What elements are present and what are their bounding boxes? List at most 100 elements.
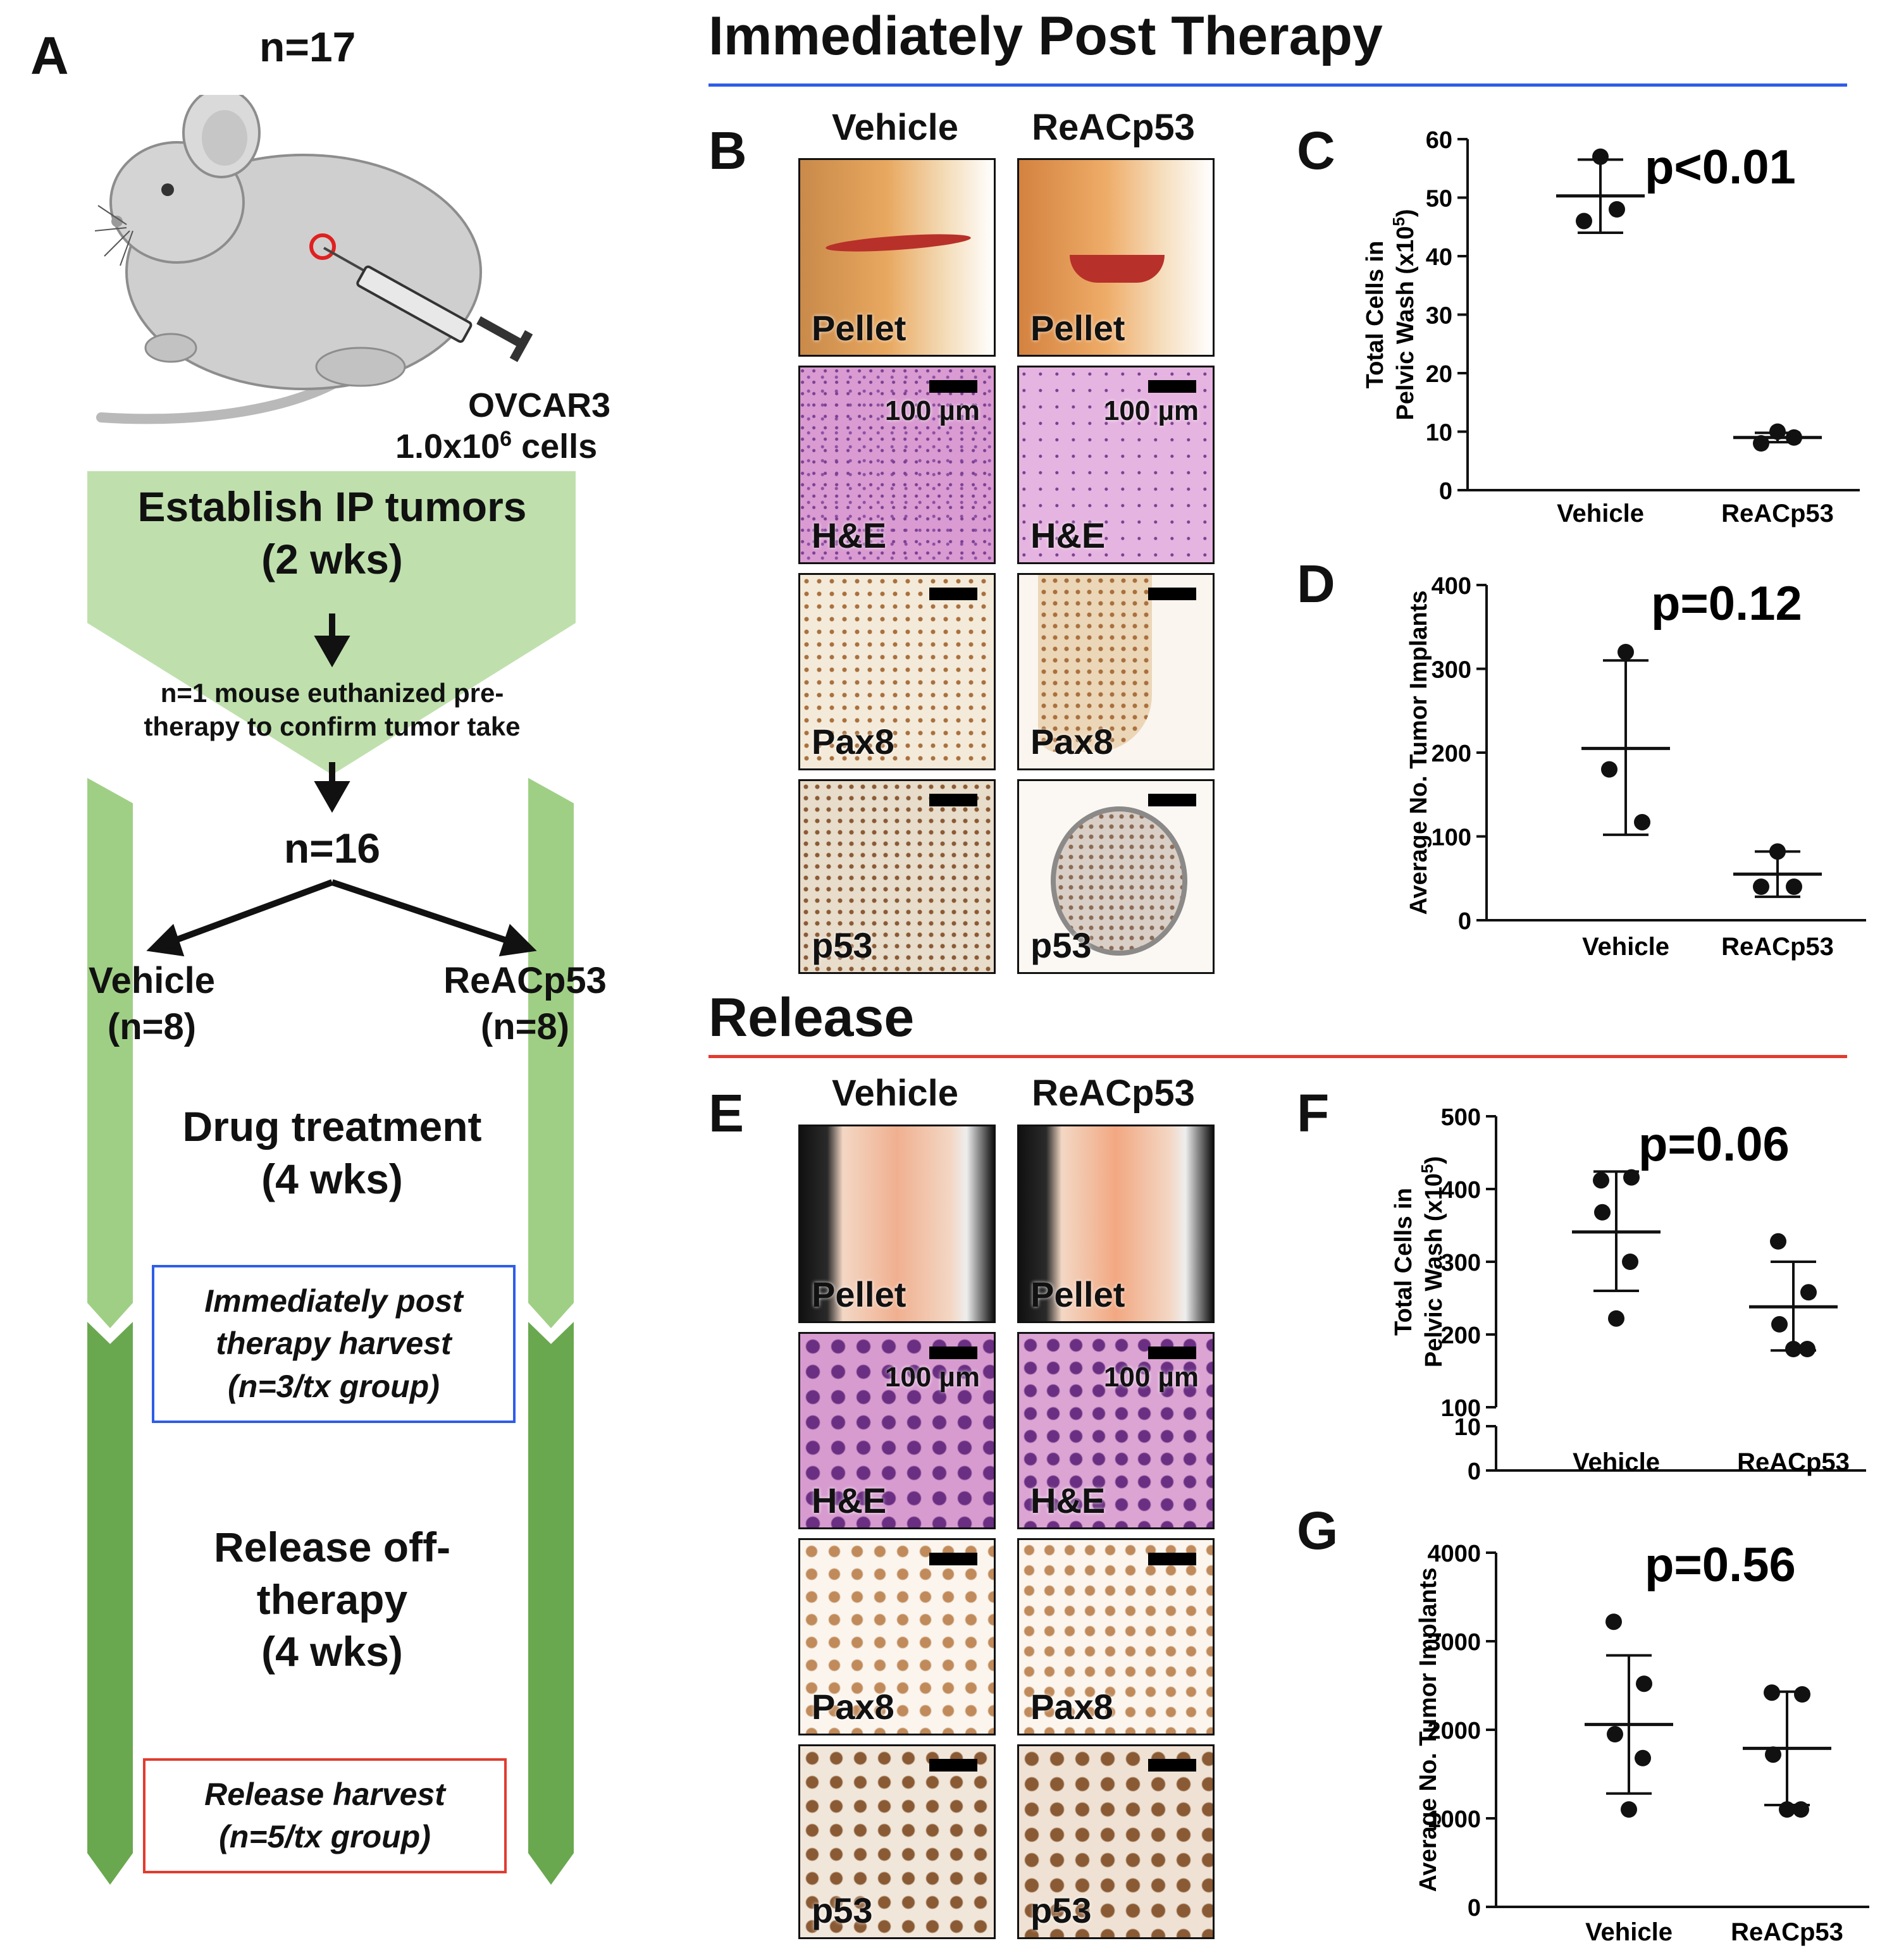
cell-count-tail: cells <box>512 428 598 465</box>
y-tick-label: 1000 <box>1427 1806 1481 1833</box>
data-point <box>1794 1686 1810 1703</box>
scale-bar <box>1148 380 1196 393</box>
right-drug-arrow <box>528 778 574 1328</box>
scale-bar <box>1148 794 1196 806</box>
flow-arrows <box>146 613 537 957</box>
scale-bar <box>1148 1759 1196 1772</box>
mouse-whiskers <box>95 205 133 266</box>
y-axis-label-line1: Total Cells in <box>1390 1188 1417 1336</box>
tile-label: p53 <box>812 925 873 965</box>
data-point <box>1753 878 1769 895</box>
e-reacp53-p53-image: p53 <box>1017 1744 1215 1939</box>
data-point <box>1771 1316 1788 1333</box>
y-tick-label: 200 <box>1432 741 1471 767</box>
y-axis-label: Average No. Tumor Implants <box>1406 590 1432 915</box>
x-tick-label: ReACp53 <box>1737 1448 1850 1476</box>
e-vehicle-p53-image: p53 <box>798 1744 996 1939</box>
y-axis-label-line2: Pelvic Wash (x10 <box>1421 1173 1447 1367</box>
panel-f-letter: F <box>1297 1083 1330 1143</box>
tile-label: H&E <box>1030 515 1106 555</box>
tile-label: Pellet <box>1030 308 1125 348</box>
data-point <box>1636 1675 1652 1692</box>
establish-label: Establish IP tumors (2 wks) <box>95 481 569 585</box>
y-tick-label: 60 <box>1426 127 1452 154</box>
x-tick-label: ReACp53 <box>1721 933 1834 961</box>
p-value-label: p<0.01 <box>1645 140 1796 194</box>
release-rule <box>708 1055 1847 1058</box>
panel-e-reacp53-header: ReACp53 <box>1032 1073 1195 1114</box>
section-title-post-therapy: Immediately Post Therapy <box>708 6 1383 66</box>
mouse-nose <box>111 216 123 227</box>
tile-label: Pellet <box>812 308 906 348</box>
post-therapy-rule <box>708 83 1847 87</box>
mouse-illustration <box>95 95 533 424</box>
data-point <box>1592 148 1609 165</box>
data-point <box>1764 1684 1780 1701</box>
y-tick-label: 300 <box>1441 1250 1481 1276</box>
panel-b-reacp53-header: ReACp53 <box>1032 107 1195 148</box>
e-vehicle-he-image: 100 µm H&E <box>798 1332 996 1529</box>
tile-label: Pellet <box>812 1274 906 1314</box>
y-tick-label: 0 <box>1468 1458 1481 1485</box>
vehicle-group-name: Vehicle <box>89 960 215 1001</box>
right-release-arrow <box>528 1322 574 1885</box>
b-reacp53-he-image: 100 µm H&E <box>1017 366 1215 564</box>
establish-line2: (2 wks) <box>261 535 403 582</box>
panel-b-letter: B <box>708 121 747 180</box>
data-point <box>1793 1801 1809 1818</box>
scale-bar <box>929 1759 977 1772</box>
y-tick-label: 500 <box>1441 1104 1481 1131</box>
b-vehicle-pax8-image: Pax8 <box>798 573 996 770</box>
p-value-label: p=0.56 <box>1645 1538 1796 1592</box>
scale-bar <box>929 380 977 393</box>
release-box-line2: (n=5/tx group) <box>219 1819 431 1854</box>
y-tick-label: 0 <box>1439 478 1452 505</box>
release-box-line1: Release harvest <box>204 1776 445 1812</box>
y-axis-label-tail: ) <box>1421 1156 1447 1164</box>
scale-bar-label: 100 µm <box>884 395 980 426</box>
p-value-label: p=0.12 <box>1651 577 1802 631</box>
scale-bar <box>1148 588 1196 600</box>
panel-d-letter: D <box>1297 554 1335 613</box>
pellet-band <box>1070 255 1165 283</box>
y-tick-label: 300 <box>1432 657 1471 684</box>
scale-bar-label: 100 µm <box>884 1362 980 1393</box>
post-box-line1: Immediately post <box>204 1283 463 1319</box>
data-point <box>1593 1172 1609 1189</box>
mouse-inner-ear <box>202 110 247 166</box>
data-point <box>1605 1613 1622 1630</box>
flow-background <box>87 471 576 1885</box>
tile-label: p53 <box>1030 1890 1092 1930</box>
reacp53-group-label: ReACp53 (n=8) <box>430 958 620 1050</box>
e-vehicle-pax8-image: Pax8 <box>798 1538 996 1735</box>
e-reacp53-pax8-image: Pax8 <box>1017 1538 1215 1735</box>
data-point <box>1601 761 1618 778</box>
data-point <box>1609 201 1625 218</box>
n-total-label: n=17 <box>259 23 356 70</box>
data-point <box>1770 1233 1786 1250</box>
panel-c-letter: C <box>1297 121 1335 180</box>
data-point <box>1786 429 1802 446</box>
data-point <box>1786 878 1802 895</box>
scale-bar <box>1148 1553 1196 1565</box>
x-tick-label: ReACp53 <box>1731 1918 1843 1946</box>
y-tick-label: 30 <box>1426 303 1452 330</box>
scale-bar <box>1148 1347 1196 1359</box>
vehicle-group-label: Vehicle (n=8) <box>63 958 240 1050</box>
data-point <box>1785 1341 1802 1357</box>
y-axis-label-exponent: 5 <box>1418 1164 1437 1173</box>
panel-e-vehicle-header: Vehicle <box>832 1073 958 1114</box>
data-point <box>1608 1310 1624 1327</box>
n-after-label: n=16 <box>283 825 381 872</box>
drug-treatment-line1: Drug treatment <box>182 1103 482 1150</box>
data-point <box>1753 435 1769 452</box>
e-reacp53-pellet-image: Pellet <box>1017 1125 1215 1323</box>
tile-label: Pellet <box>1030 1274 1125 1314</box>
mouse-front-leg <box>144 333 197 363</box>
data-point <box>1622 1254 1638 1270</box>
data-point <box>1765 1746 1781 1763</box>
data-point <box>1607 1726 1623 1742</box>
